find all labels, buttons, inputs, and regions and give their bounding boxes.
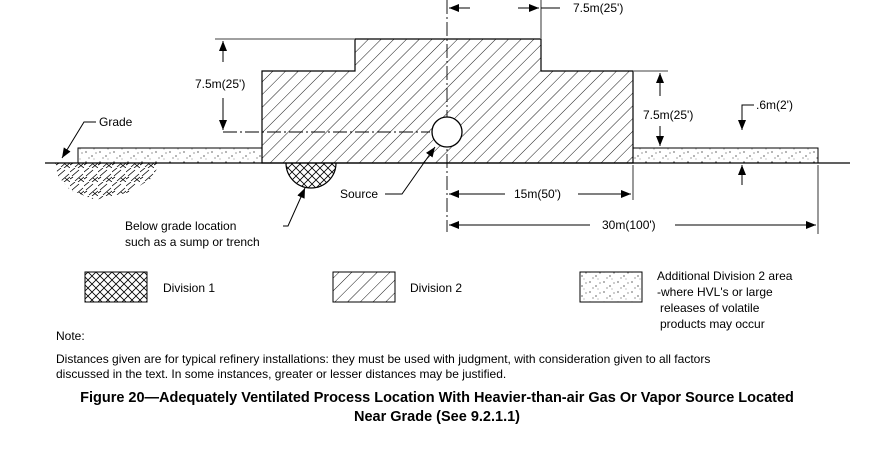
below-grade-label-1: Below grade location	[125, 219, 236, 233]
note-heading: Note:	[56, 329, 85, 343]
grade-label: Grade	[99, 115, 133, 129]
dim-left-height: 7.5m(25')	[195, 77, 245, 91]
grade-leader	[61, 121, 96, 159]
dim-30m: 30m(100')	[602, 218, 656, 232]
dim-15m: 15m(50')	[514, 187, 561, 201]
division2-area	[261, 38, 634, 164]
additional-div2-strip-left	[77, 147, 263, 164]
figure-caption-line-1: Figure 20—Adequately Ventilated Process …	[80, 390, 794, 406]
legend-division2-label: Division 2	[410, 281, 462, 295]
source-leader	[385, 146, 436, 195]
figure-caption-line-2: Near Grade (See 9.2.1.1)	[353, 409, 521, 425]
legend-additional-line4: products may occur	[660, 317, 765, 331]
note-line-1: Distances given are for typical refinery…	[56, 352, 711, 366]
grade-soil-symbol	[55, 163, 160, 200]
legend-division1-label: Division 1	[163, 281, 215, 295]
dim-top-width: 7.5m(25')	[573, 1, 623, 15]
legend-additional-swatch	[579, 271, 643, 303]
additional-div2-strip-right	[632, 147, 819, 164]
dim-right-height: 7.5m(25')	[643, 108, 693, 122]
legend-additional-line3: releases of volatile	[660, 301, 760, 315]
source-circle	[431, 116, 463, 148]
legend-additional-line2: -where HVL's or large	[657, 285, 773, 299]
below-grade-leader	[283, 187, 306, 227]
classification-diagram: Source Grade Below grade location such a…	[45, 0, 850, 331]
source-label: Source	[340, 187, 378, 201]
legend-additional-line1: Additional Division 2 area	[657, 269, 793, 283]
note-line-2: discussed in the text. In some instances…	[56, 367, 507, 381]
dim-small-height: .6m(2')	[756, 98, 793, 112]
legend-division2-swatch	[332, 271, 396, 303]
below-grade-label-2: such as a sump or trench	[125, 235, 260, 249]
legend-division1-swatch	[84, 271, 148, 303]
below-grade-sump	[285, 163, 337, 189]
